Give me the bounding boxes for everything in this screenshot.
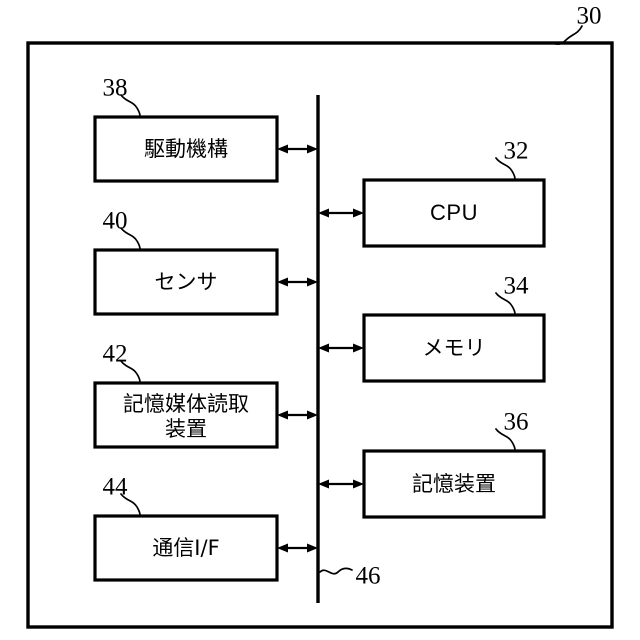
arrowhead-right-communication-interface (307, 543, 318, 553)
leader-line-38 (120, 94, 141, 118)
arrowhead-left-memory (318, 343, 329, 353)
block-drive-mechanism[interactable] (93, 115, 279, 183)
arrowhead-right-drive-mechanism (307, 144, 318, 154)
ref-numeral-42: 42 (103, 341, 128, 368)
ref-numeral-40: 40 (103, 208, 128, 235)
block-memory[interactable] (362, 313, 546, 383)
ref-numeral-36: 36 (504, 409, 529, 436)
arrowhead-right-storage-medium-reader (307, 410, 318, 420)
ref-numeral-34: 34 (504, 273, 530, 300)
block-label-storage-medium-reader-line2: 装置 (165, 417, 207, 441)
block-sensor[interactable] (93, 248, 279, 316)
device-housing-frame (26, 41, 614, 629)
arrowhead-right-memory (353, 343, 364, 353)
ref-numeral-44: 44 (103, 474, 129, 501)
ref-numeral-30: 30 (577, 3, 602, 30)
block-label-memory: メモリ (423, 336, 486, 360)
block-label-sensor: センサ (155, 270, 218, 294)
leader-line-42 (120, 360, 141, 384)
arrowhead-right-sensor (307, 277, 318, 287)
leader-line-30 (550, 25, 583, 45)
arrowhead-left-storage-device (318, 479, 329, 489)
leader-line-46 (319, 567, 353, 575)
ref-numeral-32: 32 (504, 138, 529, 165)
leader-line-32 (495, 157, 516, 181)
arrowhead-right-storage-device (353, 479, 364, 489)
arrowhead-left-storage-medium-reader (277, 410, 288, 420)
ref-numeral-38: 38 (103, 75, 128, 102)
leader-line-36 (495, 428, 516, 452)
leader-line-44 (120, 493, 141, 517)
arrowhead-left-drive-mechanism (277, 144, 288, 154)
block-label-cpu: CPU (430, 200, 478, 225)
arrowhead-left-sensor (277, 277, 288, 287)
leader-line-34 (495, 292, 516, 316)
block-label-storage-device: 記憶装置 (412, 472, 496, 496)
ref-numeral-46: 46 (356, 563, 381, 590)
arrowhead-right-cpu (353, 208, 364, 218)
leader-line-40 (120, 227, 141, 251)
arrowhead-left-cpu (318, 208, 329, 218)
arrowhead-left-communication-interface (277, 543, 288, 553)
block-cpu[interactable] (362, 178, 546, 248)
block-label-storage-medium-reader-line1: 記憶媒体読取 (123, 392, 249, 416)
block-label-drive-mechanism: 駆動機構 (144, 137, 228, 161)
block-label-communication-interface: 通信I/F (152, 536, 219, 560)
